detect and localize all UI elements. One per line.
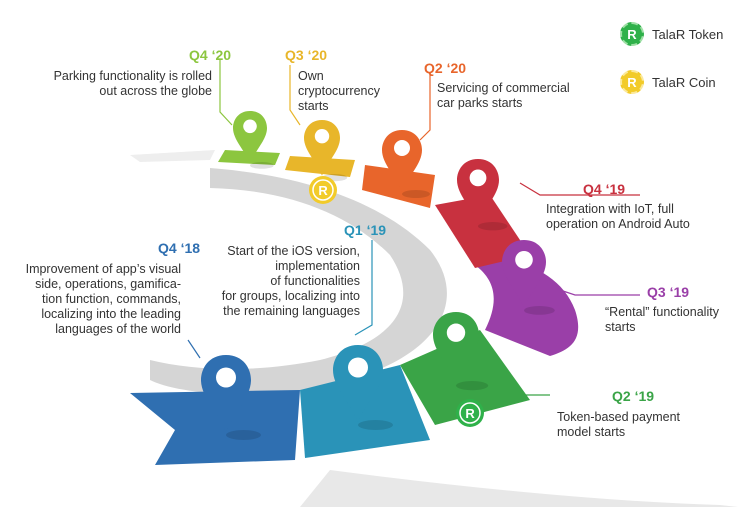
token-icon: R [620,22,644,46]
coin-on-road-glyph: R [318,183,328,198]
pin-q1-19-icon [333,345,393,430]
legend-coin: R TalaR Coin [620,70,716,94]
segment-q3-19 [475,260,579,356]
pin-q2-19-icon [433,312,489,391]
quarter-q4-18: Q4 ‘18 [158,240,201,256]
legend-coin-label: TalaR Coin [652,74,716,90]
coin-on-road: R [309,176,337,204]
leader-q4-18 [187,339,201,359]
quarter-q2-20: Q2 ‘20 [424,60,467,76]
legend-token-label: TalaR Token [652,26,724,42]
segment-q1-19 [300,365,430,458]
quarter-q3-19: Q3 ‘19 [647,284,690,300]
segment-q2-19 [400,330,530,425]
pin-q3-19-icon [502,240,555,315]
token-on-road: R [456,399,484,427]
leader-q4-20 [219,60,233,126]
leader-q1-19 [354,240,373,336]
coin-icon-glyph: R [627,74,637,90]
pin-q4-19-icon [457,159,508,231]
leader-q4-19 [519,182,640,196]
pin-q4-20-icon [233,111,274,169]
segment-q4-18 [130,390,300,465]
road-shadow [300,470,738,507]
road-gray [150,168,447,395]
segment-tail [130,150,215,162]
leader-q3-19 [559,289,640,296]
quarter-q2-19: Q2 ‘19 [612,388,655,404]
legend-token: R TalaR Token [620,22,723,46]
leader-q3-20 [289,65,301,126]
quarter-q1-19: Q1 ‘19 [344,222,387,238]
leader-q2-20 [419,75,431,141]
token-on-road-glyph: R [465,406,475,421]
quarter-q4-20: Q4 ‘20 [189,47,232,63]
pin-q4-18-icon [201,355,261,440]
quarter-q3-20: Q3 ‘20 [285,47,328,63]
token-icon-glyph: R [627,26,637,42]
segment-q2-20 [362,165,435,208]
coin-icon: R [620,70,644,94]
quarter-q4-19: Q4 ‘19 [583,181,626,197]
pin-q2-20-icon [382,130,430,198]
